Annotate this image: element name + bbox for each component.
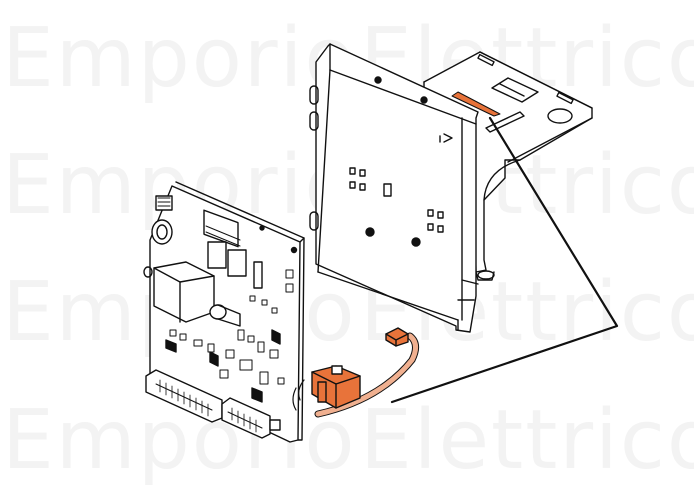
watermark-word: Elettrico	[360, 393, 694, 488]
control-board	[143, 181, 305, 443]
limit-switch-connector	[311, 327, 409, 409]
watermark-word: Emporio	[2, 11, 357, 106]
bracket-slot-highlight	[451, 91, 501, 117]
board-housing	[309, 43, 479, 333]
leader-line	[390, 116, 619, 404]
limit-switch-cable	[292, 332, 419, 418]
